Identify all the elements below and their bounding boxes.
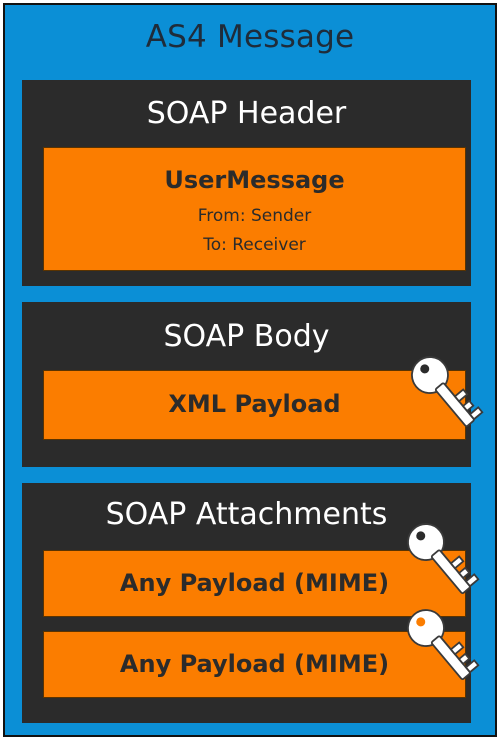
user-message-to: To: Receiver <box>203 235 306 255</box>
soap-attachments-title: SOAP Attachments <box>105 497 388 532</box>
user-message-title: UserMessage <box>164 166 345 194</box>
user-message-box: UserMessage From: Sender To: Receiver <box>43 147 466 271</box>
as4-message-container: AS4 Message SOAP Header UserMessage From… <box>3 3 497 737</box>
soap-header-section: SOAP Header UserMessage From: Sender To:… <box>22 80 471 286</box>
soap-body-section: SOAP Body XML Payload <box>22 302 484 467</box>
xml-payload-label: XML Payload <box>168 390 341 418</box>
soap-body-title: SOAP Body <box>163 319 330 354</box>
attachment-payload-box: Any Payload (MIME) <box>43 631 466 698</box>
xml-payload-box: XML Payload <box>43 370 466 440</box>
attachment-payload-box: Any Payload (MIME) <box>43 550 466 617</box>
soap-attachments-section: SOAP Attachments Any Payload (MIME) Any … <box>22 483 480 723</box>
key-icon <box>407 609 480 680</box>
attachment-payload-label: Any Payload (MIME) <box>119 569 390 597</box>
user-message-from: From: Sender <box>197 206 312 226</box>
attachment-payload-label: Any Payload (MIME) <box>119 650 390 678</box>
as4-message-title: AS4 Message <box>145 19 355 55</box>
key-icon <box>411 356 484 427</box>
soap-header-title: SOAP Header <box>146 96 347 131</box>
key-icon <box>407 523 480 594</box>
